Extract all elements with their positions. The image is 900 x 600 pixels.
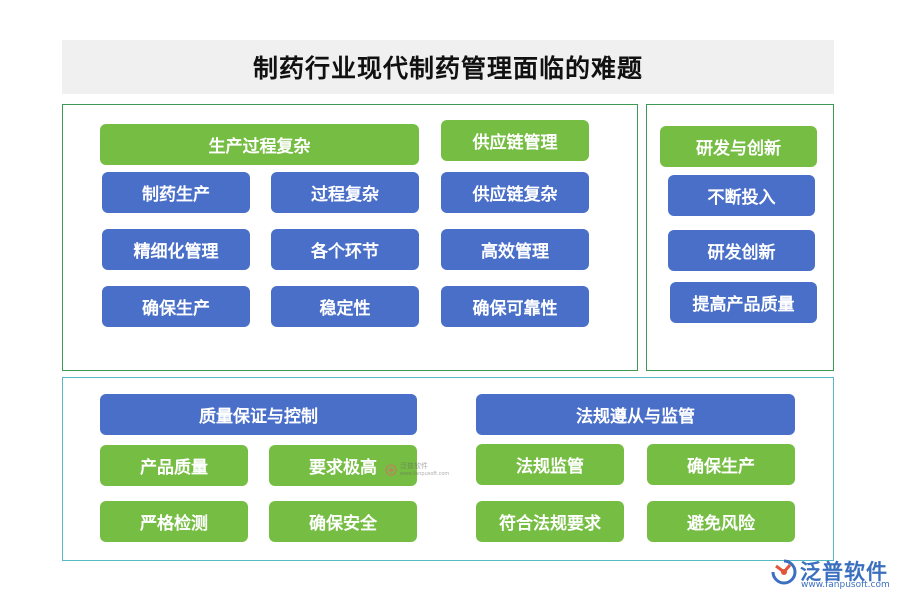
header-production-complexity: 生产过程复杂 — [100, 124, 419, 165]
brand-name: 泛普软件 — [800, 560, 888, 584]
item-avoid-risk: 避免风险 — [647, 501, 795, 542]
item-supply-chain-complex: 供应链复杂 — [441, 172, 589, 213]
page-title: 制药行业现代制药管理面临的难题 — [252, 54, 643, 83]
item-stability: 稳定性 — [271, 286, 419, 327]
item-continuous-investment: 不断投入 — [668, 175, 815, 216]
item-strict-testing: 严格检测 — [100, 501, 248, 542]
item-each-step: 各个环节 — [271, 229, 419, 270]
watermark-brand: 泛普软件 — [400, 462, 428, 470]
item-meet-regulations: 符合法规要求 — [476, 501, 624, 542]
header-supply-chain: 供应链管理 — [441, 120, 589, 161]
item-ensure-production: 确保生产 — [102, 286, 250, 327]
item-process-complex: 过程复杂 — [271, 172, 419, 213]
brand-logo-icon — [385, 464, 397, 476]
brand-url: www.fanpusoft.com — [801, 580, 890, 590]
item-ensure-production-2: 确保生产 — [647, 444, 795, 485]
header-rnd-innovation: 研发与创新 — [660, 126, 817, 167]
panel-production-supply — [62, 104, 638, 371]
watermark-url: www.fanpusoft.com — [400, 471, 450, 477]
item-pharma-production: 制药生产 — [102, 172, 250, 213]
item-ensure-reliability: 确保可靠性 — [441, 286, 589, 327]
item-product-quality: 产品质量 — [100, 445, 248, 486]
item-fine-management: 精细化管理 — [102, 229, 250, 270]
fanpu-logo-icon — [771, 559, 797, 585]
item-improve-quality: 提高产品质量 — [670, 282, 817, 323]
item-efficient-management: 高效管理 — [441, 229, 589, 270]
title-bar: 制药行业现代制药管理面临的难题 — [62, 40, 834, 94]
item-ensure-safety: 确保安全 — [269, 501, 417, 542]
item-regulatory-supervision: 法规监管 — [476, 444, 624, 485]
item-rnd-innovation: 研发创新 — [668, 230, 815, 271]
brand-logo: 泛普软件 www.fanpusoft.com — [770, 554, 895, 594]
panel-rnd — [646, 104, 834, 371]
header-regulatory-compliance: 法规遵从与监管 — [476, 394, 795, 435]
header-quality-assurance: 质量保证与控制 — [100, 394, 417, 435]
panel-quality-regulation — [62, 377, 834, 561]
center-watermark: 泛普软件 www.fanpusoft.com — [385, 462, 449, 478]
